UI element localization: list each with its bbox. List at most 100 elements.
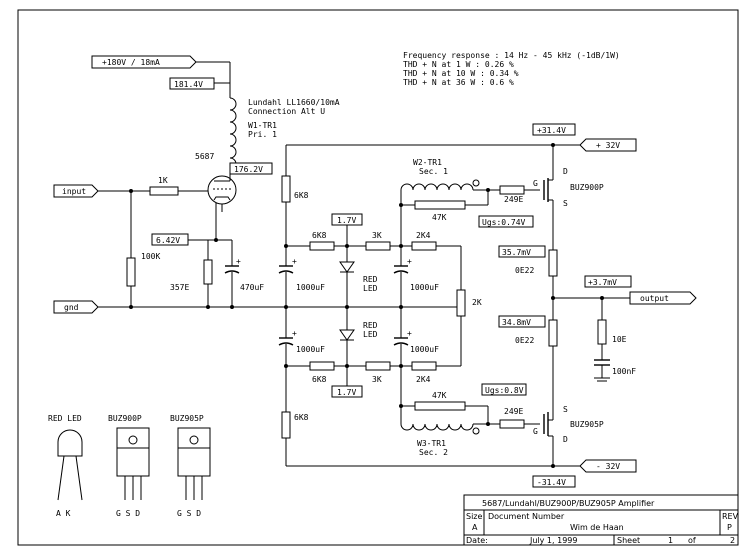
resistor-6k8-a xyxy=(309,241,335,251)
tube-5687 xyxy=(207,172,237,212)
svg-text:Size: Size xyxy=(466,512,483,521)
resistor-100k xyxy=(126,257,136,287)
svg-text:2K4: 2K4 xyxy=(416,231,431,240)
svg-text:470uF: 470uF xyxy=(240,283,264,292)
svg-text:2K: 2K xyxy=(472,298,482,307)
resistor-1k xyxy=(149,186,179,196)
drawing-date: July 1, 1999 xyxy=(529,536,577,545)
svg-text:100nF: 100nF xyxy=(612,367,636,376)
resistor-2k4-a xyxy=(411,241,437,251)
port-input: input xyxy=(53,184,99,198)
potentiometer-2k xyxy=(456,289,466,317)
svg-text:1000uF: 1000uF xyxy=(296,283,325,292)
svg-text:Ugs:0.8V: Ugs:0.8V xyxy=(485,386,524,395)
voltage-ugs-p: Ugs:0.74V xyxy=(478,215,534,228)
resistor-3k-b xyxy=(365,361,391,371)
resistor-357e xyxy=(203,259,213,285)
svg-text:G: G xyxy=(533,179,538,188)
voltage-1-7-top: 1.7V xyxy=(331,213,363,246)
svg-text:0E22: 0E22 xyxy=(515,266,534,275)
svg-text:BUZ905P: BUZ905P xyxy=(570,420,604,429)
resistor-6k8-top xyxy=(281,175,291,203)
resistor-6k8-b xyxy=(309,361,335,371)
port-pos-32v: + 32V xyxy=(579,138,637,152)
svg-text:1000uF: 1000uF xyxy=(296,345,325,354)
resistor-249e-lower xyxy=(499,419,525,429)
svg-text:LED: LED xyxy=(363,330,378,339)
voltage-ugs-n: Ugs:0.8V xyxy=(481,383,527,396)
pri-label: Pri. 1 xyxy=(248,130,277,139)
svg-text:Sec. 2: Sec. 2 xyxy=(419,448,448,457)
svg-text:34.8mV: 34.8mV xyxy=(502,318,531,327)
svg-text:BUZ900P: BUZ900P xyxy=(570,183,604,192)
svg-text:- 32V: - 32V xyxy=(596,462,620,471)
svg-text:+3.7mV: +3.7mV xyxy=(588,278,617,287)
svg-text:BUZ905P: BUZ905P xyxy=(170,414,204,423)
svg-text:181.4V: 181.4V xyxy=(174,80,203,89)
resistor-2k4-b xyxy=(411,361,437,371)
svg-text:gnd: gnd xyxy=(64,303,79,312)
svg-text:3K: 3K xyxy=(372,231,382,240)
resistor-249e-upper xyxy=(499,185,525,195)
sheet-border xyxy=(17,9,739,546)
resistor-0e22-lower xyxy=(548,319,558,347)
svg-text:G S D: G S D xyxy=(116,509,140,518)
port-neg-32v: - 32V xyxy=(579,459,637,473)
svg-text:S: S xyxy=(563,405,568,414)
svg-text:6K8: 6K8 xyxy=(312,375,327,384)
svg-text:BUZ900P: BUZ900P xyxy=(108,414,142,423)
w2-secondary-winding xyxy=(400,183,474,191)
svg-text:W3-TR1: W3-TR1 xyxy=(417,439,446,448)
resistor-6k8-bottom xyxy=(281,411,291,439)
resistor-47k-upper xyxy=(414,200,466,210)
svg-text:176.2V: 176.2V xyxy=(234,165,263,174)
svg-text:2: 2 xyxy=(730,536,735,545)
resistor-10e xyxy=(597,319,607,345)
svg-text:Sheet: Sheet xyxy=(617,536,640,545)
svg-text:RED LED: RED LED xyxy=(48,414,82,423)
svg-text:249E: 249E xyxy=(504,407,523,416)
svg-text:1.7V: 1.7V xyxy=(337,388,356,397)
svg-text:6.42V: 6.42V xyxy=(156,236,180,245)
svg-text:47K: 47K xyxy=(432,391,447,400)
svg-text:6K8: 6K8 xyxy=(294,191,309,200)
svg-text:+: + xyxy=(407,329,412,338)
voltage-176-2: 176.2V xyxy=(229,162,273,175)
w3-secondary-winding xyxy=(400,423,474,431)
svg-text:+31.4V: +31.4V xyxy=(537,126,566,135)
resistor-3k-a xyxy=(365,241,391,251)
svg-text:Ugs:0.74V: Ugs:0.74V xyxy=(482,218,526,227)
svg-text:-31.4V: -31.4V xyxy=(537,478,566,487)
red-led-upper xyxy=(339,261,355,273)
resistor-0e22-upper xyxy=(548,249,558,277)
svg-text:RED: RED xyxy=(363,275,378,284)
svg-text:of: of xyxy=(688,536,696,545)
svg-text:6K8: 6K8 xyxy=(294,413,309,422)
svg-text:A: A xyxy=(472,523,478,532)
svg-text:1: 1 xyxy=(668,536,673,545)
svg-text:47K: 47K xyxy=(432,213,447,222)
svg-text:P: P xyxy=(727,523,732,532)
voltage-6-42: 6.42V xyxy=(151,233,208,246)
voltage-181-4: 181.4V xyxy=(169,77,230,90)
svg-text:2K4: 2K4 xyxy=(416,375,431,384)
drawing-title: 5687/Lundahl/BUZ900P/BUZ905P Amplifier xyxy=(482,499,655,508)
svg-text:RED: RED xyxy=(363,321,378,330)
voltage-neg-31-4: -31.4V xyxy=(532,475,576,488)
svg-text:249E: 249E xyxy=(504,195,523,204)
svg-text:357E: 357E xyxy=(170,283,189,292)
svg-text:3K: 3K xyxy=(372,375,382,384)
svg-text:+: + xyxy=(292,257,297,266)
transformer-title: Lundahl LL1660/10mA xyxy=(248,98,340,107)
voltage-34-8mv: 34.8mV xyxy=(498,315,546,328)
title-block: 5687/Lundahl/BUZ900P/BUZ905P Amplifier S… xyxy=(463,494,739,546)
svg-text:+180V / 18mA: +180V / 18mA xyxy=(102,58,160,67)
tube-label: 5687 xyxy=(195,152,214,161)
mosfet-buz900p: G D S BUZ900P xyxy=(533,167,604,208)
svg-text:D: D xyxy=(563,167,568,176)
red-led-lower xyxy=(339,329,355,341)
svg-text:Document Number: Document Number xyxy=(488,512,565,521)
resistor-47k-lower xyxy=(414,401,466,411)
svg-text:A K: A K xyxy=(56,509,71,518)
